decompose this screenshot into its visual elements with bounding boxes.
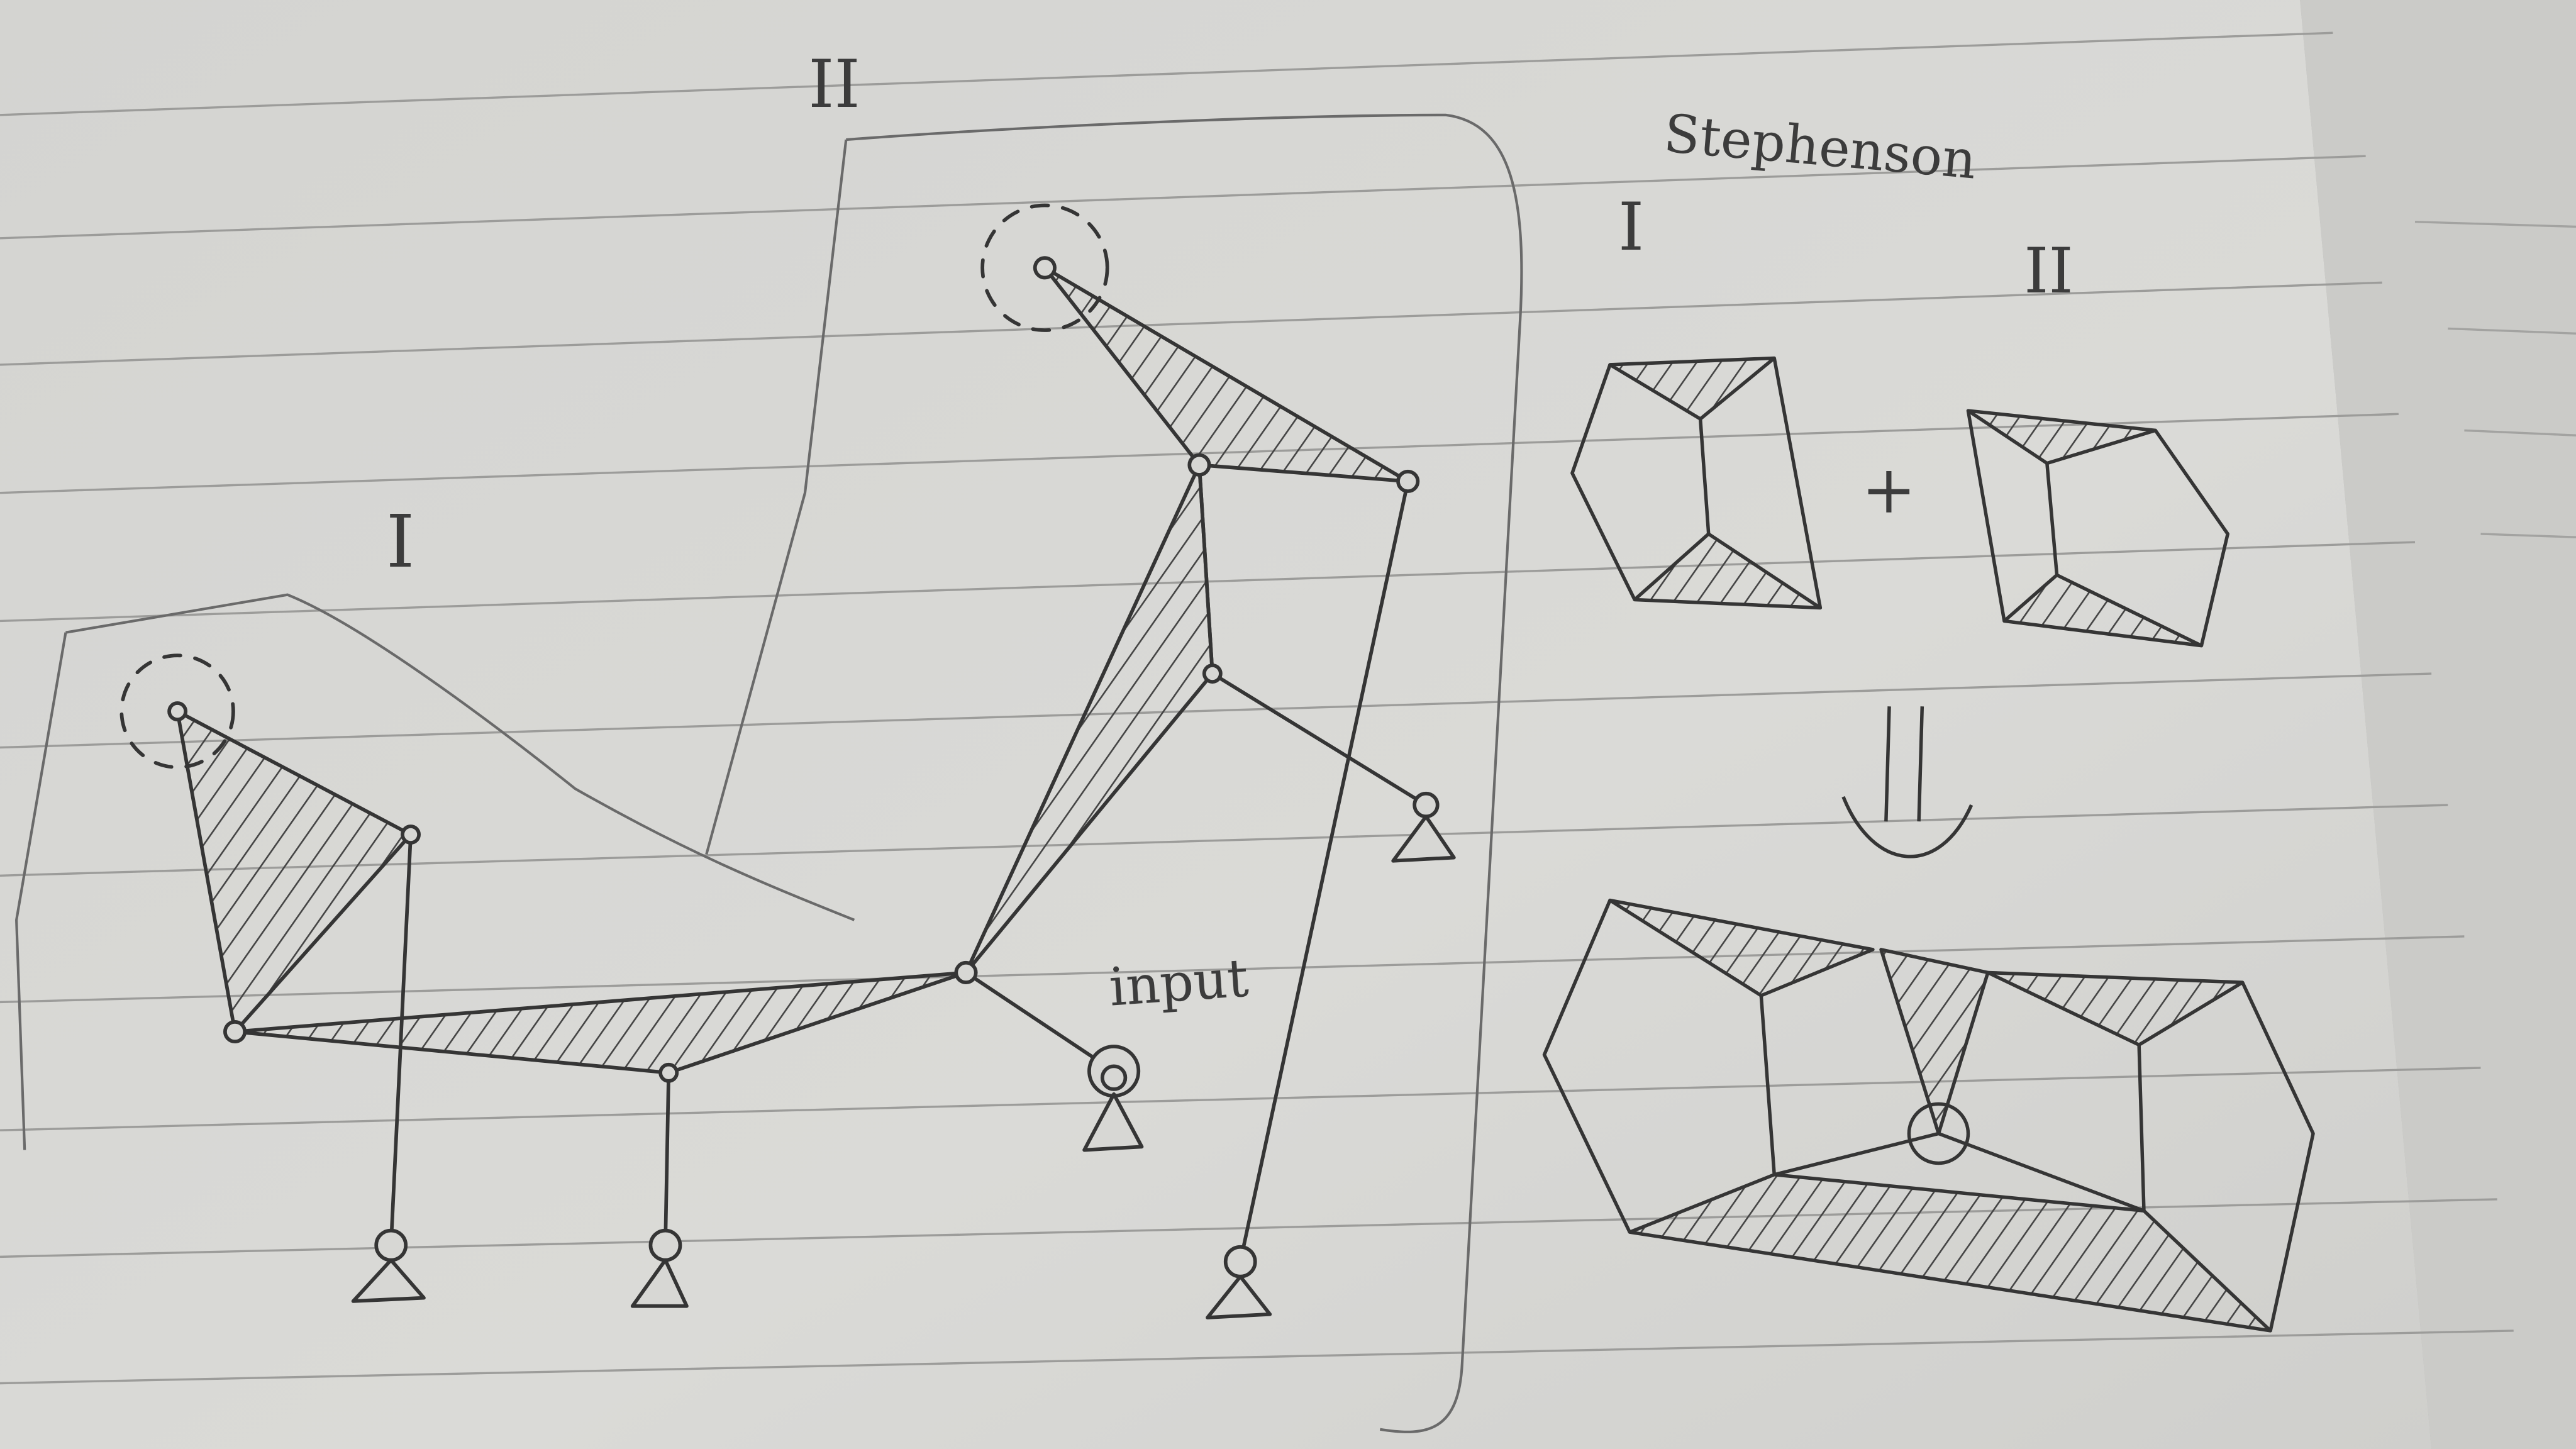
label-sub-chain-two: II <box>808 46 860 123</box>
notebook-page <box>0 0 2432 1449</box>
label-input: input <box>1107 947 1250 1018</box>
notebook-next-page <box>2300 0 2576 1449</box>
next-page-lines <box>2414 220 2576 538</box>
label-stephenson-one: I <box>1618 189 1644 265</box>
label-plus: + <box>1862 452 1917 528</box>
stephenson-sketch <box>1542 356 2315 1333</box>
linkage-sketch <box>119 203 1456 1319</box>
label-stephenson-two: II <box>2024 235 2073 308</box>
label-sub-chain-one: I <box>386 500 414 584</box>
region-outlines <box>15 113 1523 1433</box>
